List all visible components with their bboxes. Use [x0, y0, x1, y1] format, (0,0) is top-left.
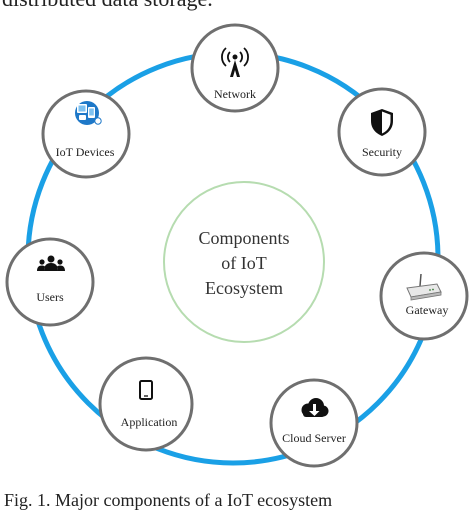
- node-network-label: Network: [214, 87, 256, 101]
- node-gateway: Gateway: [379, 251, 469, 341]
- node-application: Application: [98, 356, 194, 452]
- router-icon: [406, 273, 442, 301]
- node-users: Users: [5, 237, 95, 327]
- node-security-label: Security: [362, 145, 402, 159]
- center-label-line-3: Ecosystem: [205, 278, 283, 298]
- node-security: Security: [337, 87, 427, 177]
- center-node: Components of IoT Ecosystem: [163, 181, 325, 343]
- node-users-circle: [5, 237, 95, 327]
- header-text-fragment: distributed data storage.: [2, 0, 213, 12]
- node-iot-devices-circle: [41, 89, 131, 179]
- node-cloud-server-label: Cloud Server: [282, 431, 346, 445]
- node-network: Network: [190, 23, 280, 113]
- node-gateway-label: Gateway: [406, 303, 449, 317]
- smartphone-icon: [139, 380, 153, 400]
- cloud-download-icon: [301, 398, 329, 417]
- node-users-label: Users: [36, 290, 64, 304]
- devices-icon: [75, 101, 102, 125]
- center-label-line-1: Components: [198, 228, 289, 248]
- center-label-line-2: of IoT: [221, 253, 266, 273]
- antenna-icon: [221, 47, 249, 77]
- node-iot-devices: IoT Devices: [41, 89, 131, 179]
- node-cloud-server: Cloud Server: [269, 378, 359, 468]
- shield-icon: [371, 109, 393, 136]
- figure-caption: Fig. 1. Major components of a IoT ecosys…: [4, 490, 333, 510]
- node-application-circle: [98, 356, 194, 452]
- node-iot-devices-label: IoT Devices: [56, 145, 115, 159]
- users-icon: [37, 255, 65, 271]
- node-cloud-server-circle: [269, 378, 359, 468]
- center-circle: [163, 181, 325, 343]
- node-application-label: Application: [121, 415, 178, 429]
